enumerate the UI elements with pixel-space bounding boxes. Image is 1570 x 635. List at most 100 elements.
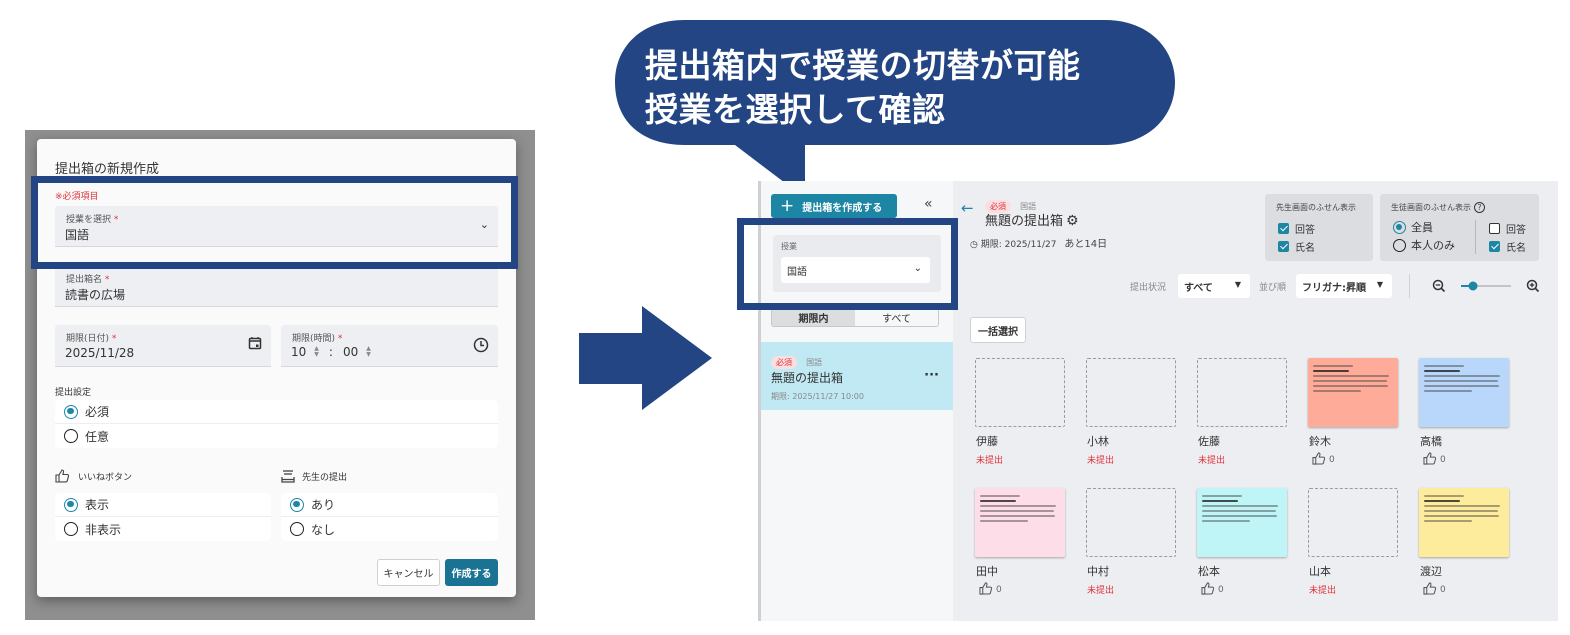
create-button[interactable]: 作成する [445, 559, 498, 586]
student-name: 鈴木 [1309, 435, 1331, 448]
student-card[interactable]: 小林未提出 [1086, 358, 1178, 466]
dialog-title: 提出箱の新規作成 [55, 162, 160, 177]
not-submitted-status: 未提出 [1198, 456, 1226, 466]
back-arrow-icon[interactable]: ← [961, 199, 974, 217]
like-button[interactable]: 0 [979, 582, 1067, 598]
remaining-days: あと14日 [1064, 239, 1108, 250]
student-view-options: 生徒画面のふせん表示? 全員 本人のみ 回答 氏名 [1380, 194, 1539, 261]
create-box-button[interactable]: + 提出箱を作成する [771, 194, 897, 218]
due-info: ◷ 期限: 2025/11/27 あと14日 [970, 239, 1108, 250]
student-card[interactable]: 渡辺 0 [1419, 488, 1511, 598]
divider [1409, 274, 1410, 298]
sticky-note[interactable] [1197, 488, 1287, 557]
caret-down-icon: ▼ [1234, 280, 1241, 289]
like-button[interactable]: 0 [1423, 582, 1511, 598]
segment-all[interactable]: すべて [882, 313, 911, 325]
like-button[interactable]: 0 [1312, 452, 1400, 468]
class-select-value: 国語 [65, 228, 90, 242]
plus-icon: + [780, 195, 795, 216]
radio-required[interactable]: 必須 [55, 400, 498, 424]
empty-sticky-note [1086, 358, 1176, 427]
create-box-dialog: 提出箱の新規作成 ※必須項目 授業を選択 * 国語 ⌄ 提出箱名 * 読書の広場… [37, 139, 516, 597]
student-answer-checkbox[interactable]: 回答 [1489, 221, 1526, 236]
minute-value[interactable]: 00 [342, 345, 359, 359]
zoom-slider-thumb [1468, 281, 1478, 291]
student-name: 山本 [1309, 565, 1331, 578]
thumbs-up-icon [55, 469, 70, 483]
status-filter-label: 提出状況 [1130, 283, 1167, 293]
radio-checked-icon [64, 404, 78, 419]
student-name-checkbox[interactable]: 氏名 [1489, 239, 1526, 254]
radio-teacher-yes[interactable]: あり [281, 493, 498, 517]
box-name-field[interactable]: 提出箱名 * 読書の広場 [55, 266, 498, 307]
status-filter-select[interactable]: すべて▼ [1178, 274, 1250, 298]
radio-teacher-no[interactable]: なし [281, 517, 498, 541]
hour-stepper[interactable]: ▲▼ [314, 345, 319, 358]
sticky-note[interactable] [975, 488, 1065, 557]
chevron-down-icon: ⌄ [479, 218, 489, 231]
sort-select[interactable]: フリガナ:昇順▼ [1296, 274, 1392, 298]
student-name: 小林 [1087, 435, 1109, 448]
clock-icon[interactable] [473, 337, 489, 357]
minute-stepper[interactable]: ▲▼ [366, 345, 371, 358]
more-menu-icon[interactable]: ··· [924, 368, 939, 383]
due-date-label: 期限(日付) [66, 334, 110, 344]
empty-sticky-note [1086, 488, 1176, 557]
required-badge: 必須 [771, 356, 797, 369]
teacher-view-options: 先生画面のふせん表示 回答 氏名 [1265, 194, 1373, 261]
student-all-radio[interactable]: 全員 [1393, 219, 1433, 235]
sticky-note[interactable] [1419, 488, 1509, 557]
calendar-icon[interactable] [248, 336, 262, 354]
thumbs-up-icon [1312, 452, 1329, 468]
due-time-field[interactable]: 期限(時間) * 10 ▲▼ : 00 ▲▼ [281, 325, 498, 367]
student-name: 田中 [976, 565, 998, 578]
cancel-button[interactable]: キャンセル [377, 559, 440, 586]
radio-optional[interactable]: 任意 [55, 424, 498, 448]
class-filter-select[interactable]: 国語 ⌄ [781, 257, 930, 283]
student-self-radio[interactable]: 本人のみ [1393, 237, 1455, 253]
student-card[interactable]: 鈴木 0 [1308, 358, 1400, 468]
hour-value[interactable]: 10 [291, 345, 307, 359]
teacher-answer-checkbox[interactable]: 回答 [1278, 221, 1315, 236]
like-button-label-row: いいねボタン [55, 469, 132, 483]
teacher-name-checkbox[interactable]: 氏名 [1278, 239, 1315, 254]
bulk-select-button[interactable]: 一括選択 [970, 317, 1026, 343]
thumbs-up-icon [979, 582, 996, 598]
student-card[interactable]: 伊藤未提出 [975, 358, 1067, 466]
student-card[interactable]: 田中 0 [975, 488, 1067, 598]
student-card[interactable]: 中村未提出 [1086, 488, 1178, 596]
help-icon[interactable]: ? [1474, 202, 1485, 213]
submit-setting-radio-group: 必須 任意 [55, 400, 498, 448]
radio-like-show[interactable]: 表示 [55, 493, 271, 517]
sticky-note[interactable] [1419, 358, 1509, 427]
not-submitted-status: 未提出 [1309, 586, 1337, 596]
sticky-note[interactable] [1308, 358, 1398, 427]
like-button[interactable]: 0 [1201, 582, 1289, 598]
checkbox-checked-icon [1278, 223, 1289, 234]
thumbs-up-icon [1423, 452, 1440, 468]
class-select[interactable]: 授業を選択 * 国語 ⌄ [55, 206, 498, 247]
box-name: 無題の提出箱 [771, 371, 844, 385]
collapse-sidebar-icon[interactable]: « [924, 196, 933, 212]
like-button[interactable]: 0 [1423, 452, 1511, 468]
submit-setting-label: 提出設定 [55, 388, 92, 398]
required-note: ※必須項目 [55, 192, 99, 202]
student-card[interactable]: 佐藤未提出 [1197, 358, 1289, 466]
subject-label: 国語 [806, 358, 823, 367]
highlight-class-select [31, 176, 518, 269]
due-date-field[interactable]: 期限(日付) * 2025/11/28 [55, 325, 271, 367]
due-date-value: 2025/11/28 [65, 346, 135, 360]
box-list-item[interactable]: 必須 国語 無題の提出箱 期限: 2025/11/27 10:00 ··· [761, 342, 953, 410]
thumbs-up-icon [1201, 582, 1218, 598]
student-card[interactable]: 山本未提出 [1308, 488, 1400, 596]
student-name: 渡辺 [1420, 565, 1442, 578]
segment-in-period[interactable]: 期限内 [772, 308, 855, 326]
box-name-label: 提出箱名 [66, 275, 103, 285]
class-filter-panel: 授業 国語 ⌄ [773, 235, 941, 292]
not-submitted-status: 未提出 [1087, 456, 1115, 466]
gear-icon[interactable]: ⚙ [1066, 213, 1079, 229]
radio-checked-icon [64, 497, 78, 512]
radio-like-hide[interactable]: 非表示 [55, 517, 271, 541]
